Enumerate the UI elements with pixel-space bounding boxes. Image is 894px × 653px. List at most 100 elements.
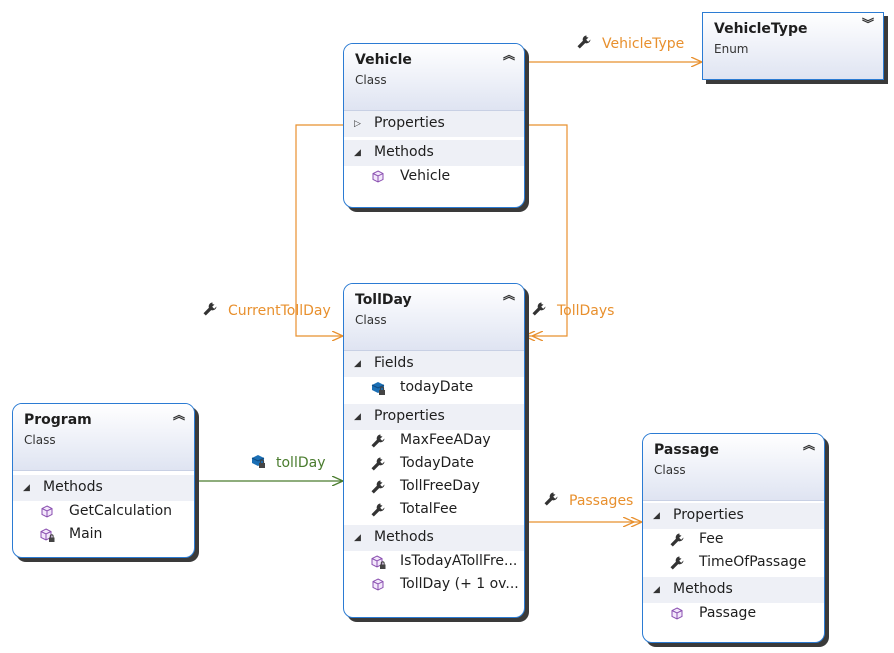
vehicletype-enum-shape[interactable]: VehicleType Enum ︾	[702, 12, 884, 80]
collapse-triangle-icon[interactable]: ◢	[354, 148, 361, 158]
collapse-chevron-icon[interactable]: ︽	[502, 48, 515, 62]
section-label: Methods	[43, 479, 103, 495]
section-label: Methods	[673, 581, 733, 597]
class-kind: Class	[654, 463, 686, 477]
wrench-icon	[670, 533, 684, 547]
label-vehicletype[interactable]: VehicleType	[576, 34, 684, 52]
label-passages[interactable]: Passages	[543, 491, 633, 509]
member-tollfreeday[interactable]: TollFreeDay	[344, 476, 524, 499]
class-header: Passage Class ︽	[643, 434, 824, 501]
tolldays-connector	[524, 124, 568, 336]
member-label: Main	[69, 526, 103, 542]
label-currenttollday[interactable]: CurrentTollDay	[202, 301, 331, 319]
collapse-triangle-icon[interactable]: ◢	[354, 359, 361, 369]
label-text: VehicleType	[602, 36, 685, 52]
collapse-triangle-icon[interactable]: ◢	[354, 533, 361, 543]
member-label: TodayDate	[400, 455, 474, 471]
class-kind: Class	[24, 433, 56, 447]
wrench-icon	[544, 492, 558, 506]
wrench-icon	[371, 503, 385, 517]
methods-section[interactable]: ◢ Methods	[643, 577, 824, 603]
class-header: TollDay Class ︽	[344, 284, 524, 351]
member-todaydate-field[interactable]: todayDate	[344, 377, 524, 400]
class-kind: Class	[355, 313, 387, 327]
member-totalfee[interactable]: TotalFee	[344, 499, 524, 522]
member-timeofpassage[interactable]: TimeOfPassage	[643, 552, 824, 575]
label-text: TollDays	[557, 303, 615, 319]
wrench-icon	[371, 480, 385, 494]
class-kind: Class	[355, 73, 387, 87]
wrench-icon	[371, 434, 385, 448]
private-field-icon	[371, 382, 385, 395]
member-label: IsTodayATollFre...	[400, 553, 518, 569]
member-label: TollFreeDay	[400, 478, 480, 494]
currenttollday-connector	[295, 124, 343, 336]
label-text: Passages	[569, 493, 634, 509]
private-field-icon	[251, 455, 265, 468]
member-label: Vehicle	[400, 168, 451, 184]
methods-section[interactable]: ◢ Methods	[344, 525, 524, 551]
class-header: Vehicle Class ︽	[344, 44, 524, 111]
enum-title: VehicleType	[714, 21, 808, 37]
program-class-shape[interactable]: Program Class ︽ ◢ Methods GetCalculation…	[12, 403, 195, 558]
class-title: TollDay	[355, 292, 412, 308]
member-vehicle-constructor[interactable]: Vehicle	[344, 166, 524, 189]
label-tolldays[interactable]: TollDays	[531, 301, 614, 319]
private-method-icon	[371, 555, 386, 569]
section-label: Properties	[673, 507, 744, 523]
collapse-triangle-icon[interactable]: ◢	[653, 511, 660, 521]
wrench-icon	[532, 302, 546, 316]
private-method-icon	[40, 528, 55, 542]
wrench-icon	[371, 457, 385, 471]
class-title: Program	[24, 412, 92, 428]
properties-section[interactable]: ◢ Properties	[344, 404, 524, 430]
member-main[interactable]: Main	[13, 524, 194, 547]
tollday-class-shape[interactable]: TollDay Class ︽ ◢ Fields todayDate ◢ Pro…	[343, 283, 525, 618]
collapse-chevron-icon[interactable]: ︽	[802, 438, 815, 452]
section-label: Properties	[374, 408, 445, 424]
methods-section[interactable]: ◢ Methods	[344, 140, 524, 166]
wrench-icon	[203, 302, 217, 316]
collapse-triangle-icon[interactable]: ◢	[354, 412, 361, 422]
section-label: Fields	[374, 355, 414, 371]
method-cube-icon	[671, 607, 683, 620]
label-text: tollDay	[276, 455, 326, 471]
expand-chevron-icon[interactable]: ︾	[861, 17, 874, 31]
member-istodayatollfree[interactable]: IsTodayATollFre...	[344, 551, 524, 574]
vehicle-class-shape[interactable]: Vehicle Class ︽ ▷ Properties ◢ Methods V…	[343, 43, 525, 208]
member-passage-constructor[interactable]: Passage	[643, 603, 824, 626]
member-label: MaxFeeADay	[400, 432, 491, 448]
member-tollday-constructor[interactable]: TollDay (+ 1 ov...	[344, 574, 524, 597]
passage-class-shape[interactable]: Passage Class ︽ ◢ Properties Fee TimeOfP…	[642, 433, 825, 643]
member-label: todayDate	[400, 379, 474, 395]
class-title: Vehicle	[355, 52, 412, 68]
label-text: CurrentTollDay	[228, 303, 331, 319]
properties-section[interactable]: ▷ Properties	[344, 111, 524, 137]
collapse-chevron-icon[interactable]: ︽	[502, 288, 515, 302]
label-tollday[interactable]: tollDay	[250, 453, 325, 471]
section-label: Methods	[374, 144, 434, 160]
class-header: Program Class ︽	[13, 404, 194, 471]
section-label: Properties	[374, 115, 445, 131]
collapse-triangle-icon[interactable]: ◢	[653, 585, 660, 595]
member-todaydate-property[interactable]: TodayDate	[344, 453, 524, 476]
member-label: GetCalculation	[69, 503, 173, 519]
member-label: TollDay (+ 1 ov...	[400, 576, 519, 592]
member-label: TotalFee	[400, 501, 458, 517]
properties-section[interactable]: ◢ Properties	[643, 503, 824, 529]
fields-section[interactable]: ◢ Fields	[344, 351, 524, 377]
member-maxfeeaday[interactable]: MaxFeeADay	[344, 430, 524, 453]
method-cube-icon	[372, 578, 384, 591]
collapse-triangle-icon[interactable]: ◢	[23, 483, 30, 493]
collapse-chevron-icon[interactable]: ︽	[172, 408, 185, 422]
member-getcalculation[interactable]: GetCalculation	[13, 501, 194, 524]
enum-kind: Enum	[714, 42, 749, 56]
member-label: Passage	[699, 605, 757, 621]
member-fee[interactable]: Fee	[643, 529, 824, 552]
section-label: Methods	[374, 529, 434, 545]
methods-section[interactable]: ◢ Methods	[13, 475, 194, 501]
wrench-icon	[577, 35, 591, 49]
method-cube-icon	[41, 505, 53, 518]
expand-triangle-icon[interactable]: ▷	[354, 119, 361, 129]
